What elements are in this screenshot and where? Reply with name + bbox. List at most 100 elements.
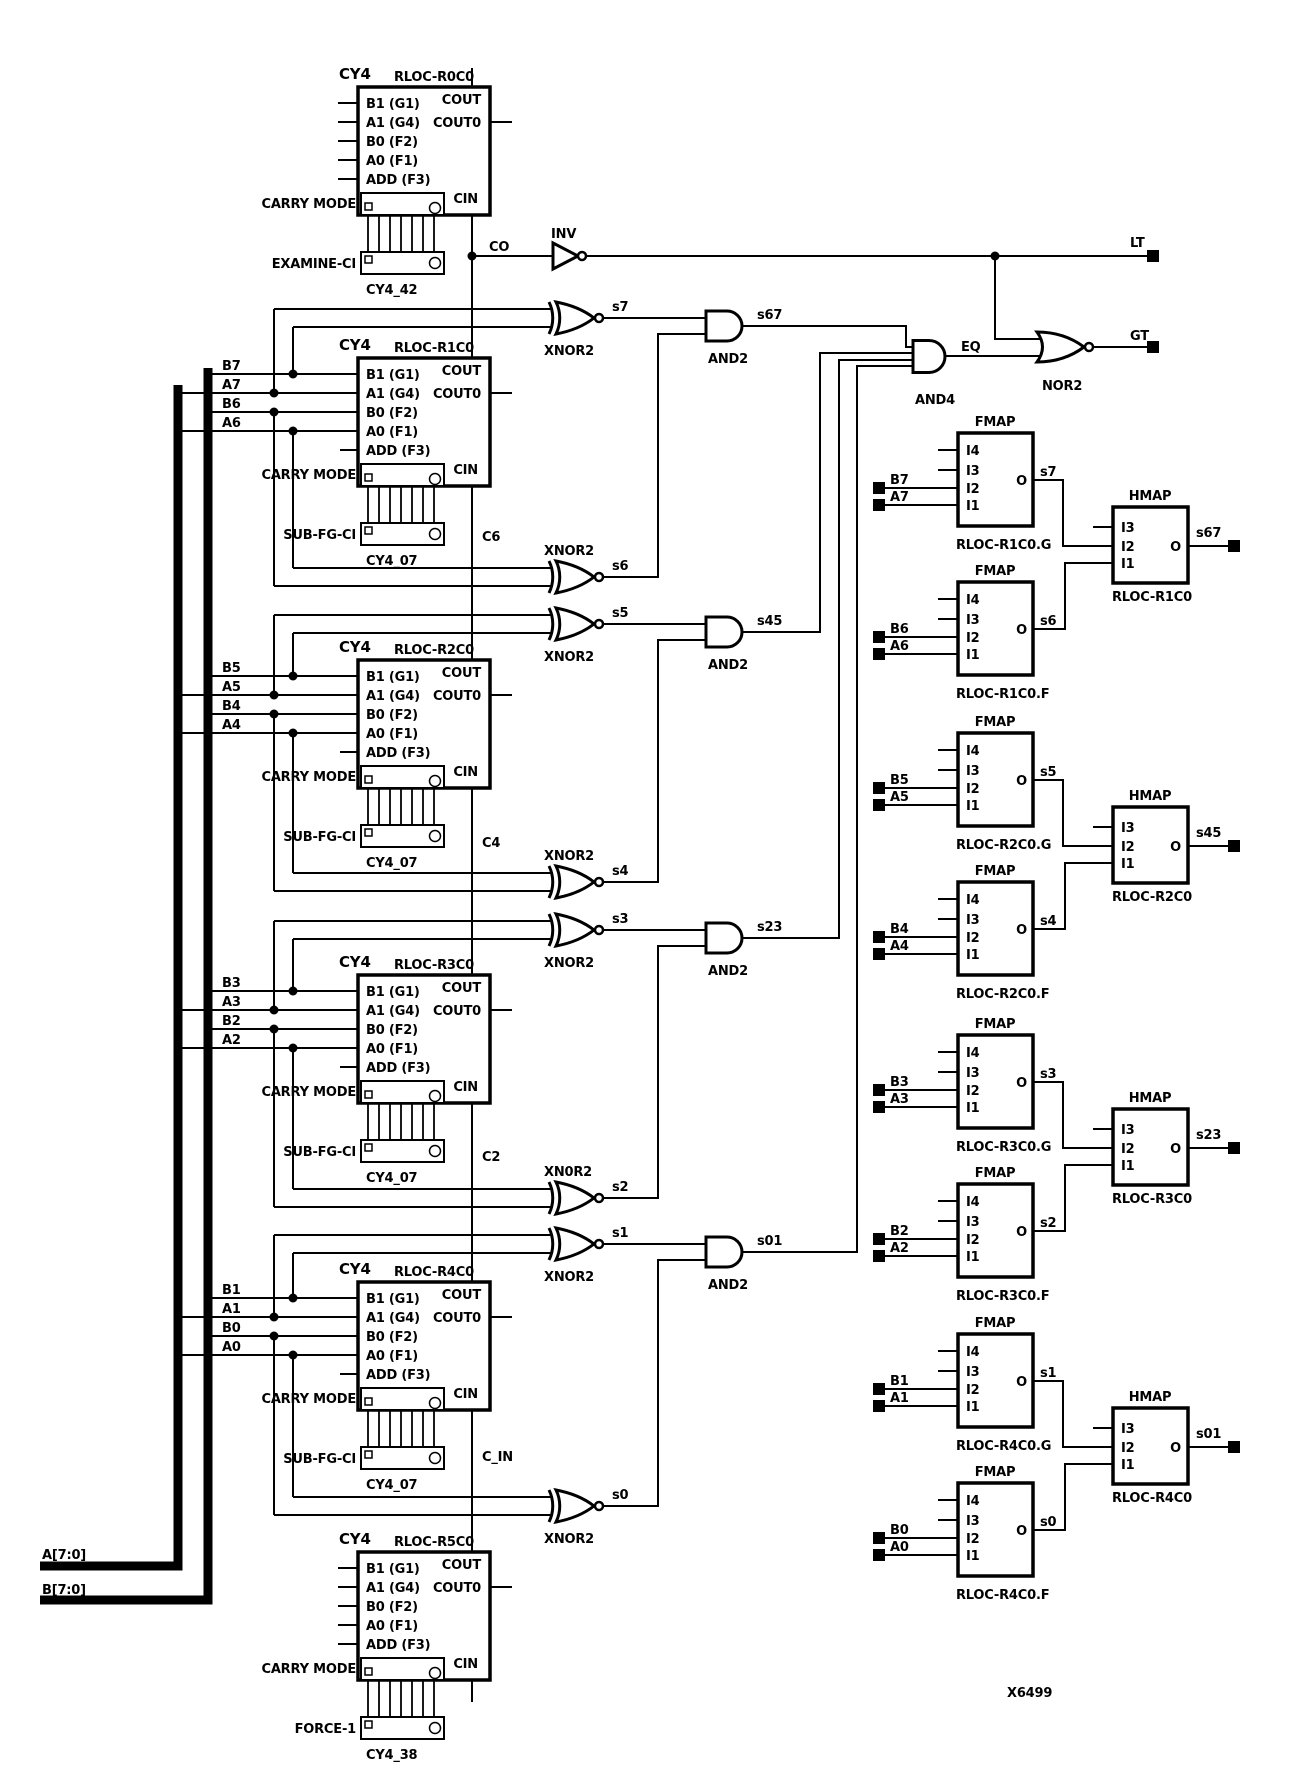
hmap-pin-label: I2 — [1121, 1142, 1134, 1157]
wire — [603, 639, 706, 883]
fmap-block-body — [956, 731, 1035, 828]
bus-tap-label: A2 — [222, 1033, 241, 1048]
xnor2-gate-back-arc — [547, 301, 555, 335]
figure-id-label: X6499 — [1007, 1686, 1052, 1701]
fmap-pin-label: I3 — [966, 764, 980, 779]
io-terminal-pad — [873, 631, 885, 643]
cy4-type-label: CY4 — [339, 1260, 371, 1278]
carry-mode-label: CARRY MODE — [261, 770, 356, 785]
carry-mode-box — [360, 463, 445, 487]
inv-gate-body — [551, 240, 582, 272]
mode-constant-box — [360, 824, 445, 848]
hmap-pin-label: I1 — [1121, 1159, 1135, 1174]
carry-mode-square-pin — [364, 1090, 373, 1099]
cy4-pin-label: B0 (F2) — [366, 406, 418, 421]
mode-square-pin — [364, 1720, 373, 1729]
cy4-pin-label: ADD (F3) — [366, 1061, 430, 1076]
carry-signal-label: C4 — [482, 836, 500, 851]
fmap-pin-label: I1 — [966, 648, 980, 663]
xnor2-gate-label: XNOR2 — [544, 849, 594, 864]
wire — [1033, 1463, 1113, 1531]
cy4-instance-label: CY4_07 — [366, 856, 418, 871]
hmap-type-label: HMAP — [1129, 489, 1172, 504]
fmap-type-label: FMAP — [975, 564, 1016, 579]
carry-mode-circle-pin — [428, 1089, 442, 1103]
mode-square-pin — [364, 1143, 373, 1152]
cy4-pin-label: B0 (F2) — [366, 1023, 418, 1038]
bus-tap-label: A7 — [222, 378, 241, 393]
carry-mode-square-pin — [364, 473, 373, 482]
fmap-pin-label: I1 — [966, 499, 980, 514]
hmap-rloc-label: RLOC-R3C0 — [1112, 1192, 1192, 1207]
xnor2-bubble — [593, 876, 605, 888]
cy4-pin-label: A0 (F1) — [366, 425, 418, 440]
xnor2-bubble — [593, 924, 605, 936]
signal-label: s01 — [757, 1234, 782, 1249]
bus-tap-label: B3 — [222, 976, 241, 991]
bus-label: A[7:0] — [42, 1548, 86, 1563]
signal-label: s6 — [1040, 614, 1057, 629]
bus-tap-label: A5 — [222, 680, 241, 695]
io-terminal-pad — [873, 1101, 885, 1113]
io-terminal-pad — [873, 931, 885, 943]
bus-tap-label: B1 — [222, 1283, 241, 1298]
carry-mode-square-pin — [364, 1397, 373, 1406]
cy4-pin-label: A1 (G4) — [366, 1004, 420, 1019]
junction-dot — [990, 251, 1000, 261]
bus-b — [40, 368, 213, 1605]
bus-tap-label: B0 — [222, 1321, 241, 1336]
xnor2-gate-back-arc — [547, 1227, 555, 1261]
and2-gate-body — [704, 309, 744, 343]
cy4-cin-label: CIN — [453, 765, 478, 780]
fmap-out-pin-label: O — [1016, 1375, 1027, 1390]
fmap-out-pin-label: O — [1016, 474, 1027, 489]
fmap-input-label: B5 — [890, 773, 909, 788]
xnor2-bubble — [593, 1192, 605, 1204]
fmap-input-label: A5 — [890, 790, 909, 805]
hmap-rloc-label: RLOC-R2C0 — [1112, 890, 1192, 905]
hmap-pin-label: I1 — [1121, 1458, 1135, 1473]
fmap-pin-label: I1 — [966, 1400, 980, 1415]
junction-dot — [269, 690, 279, 700]
xnor2-gate-body — [553, 299, 597, 337]
and2-gate-body — [704, 921, 744, 955]
fmap-type-label: FMAP — [975, 1465, 1016, 1480]
junction-dot — [288, 1293, 298, 1303]
cy4-rloc-label: RLOC-R1C0 — [394, 341, 474, 356]
fmap-rloc-label: RLOC-R3C0.G — [956, 1140, 1051, 1155]
bus-tap-label: B2 — [222, 1014, 241, 1029]
fmap-block-body — [956, 580, 1035, 677]
fmap-type-label: FMAP — [975, 415, 1016, 430]
cy4-type-label: CY4 — [339, 638, 371, 656]
xnor2-gate-back-arc — [547, 560, 555, 594]
signal-label: s0 — [1040, 1515, 1057, 1530]
fmap-pin-label: I4 — [966, 744, 980, 759]
carry-mode-box — [360, 1080, 445, 1104]
bus-a — [40, 385, 183, 1571]
xnor2-gate-back-arc — [547, 1181, 555, 1215]
fmap-input-label: B6 — [890, 622, 909, 637]
fmap-pin-label: I4 — [966, 1494, 980, 1509]
hmap-out-pin-label: O — [1170, 1441, 1181, 1456]
io-terminal-pad — [873, 799, 885, 811]
and2-gate-label: AND2 — [708, 964, 748, 979]
carry-mode-label: CARRY MODE — [261, 1085, 356, 1100]
cy4-mode-label: SUB-FG-CI — [283, 1452, 356, 1467]
signal-label: EQ — [961, 340, 981, 355]
cy4-pin-label: A1 (G4) — [366, 1581, 420, 1596]
cy4-cout0-label: COUT0 — [433, 1581, 481, 1596]
fmap-input-label: A0 — [890, 1540, 909, 1555]
cy4-cout-label: COUT — [442, 364, 482, 379]
xnor2-gate-back-arc — [547, 607, 555, 641]
xnor2-bubble — [593, 618, 605, 630]
fmap-rloc-label: RLOC-R2C0.F — [956, 987, 1049, 1002]
xnor2-bubble — [593, 571, 605, 583]
cy4-pin-label: B1 (G1) — [366, 1292, 420, 1307]
cy4-cin-label: CIN — [453, 1657, 478, 1672]
cy4-mode-label: SUB-FG-CI — [283, 1145, 356, 1160]
fmap-input-label: A4 — [890, 939, 909, 954]
bus-label: B[7:0] — [42, 1583, 86, 1598]
xnor2-gate-label: XNOR2 — [544, 650, 594, 665]
